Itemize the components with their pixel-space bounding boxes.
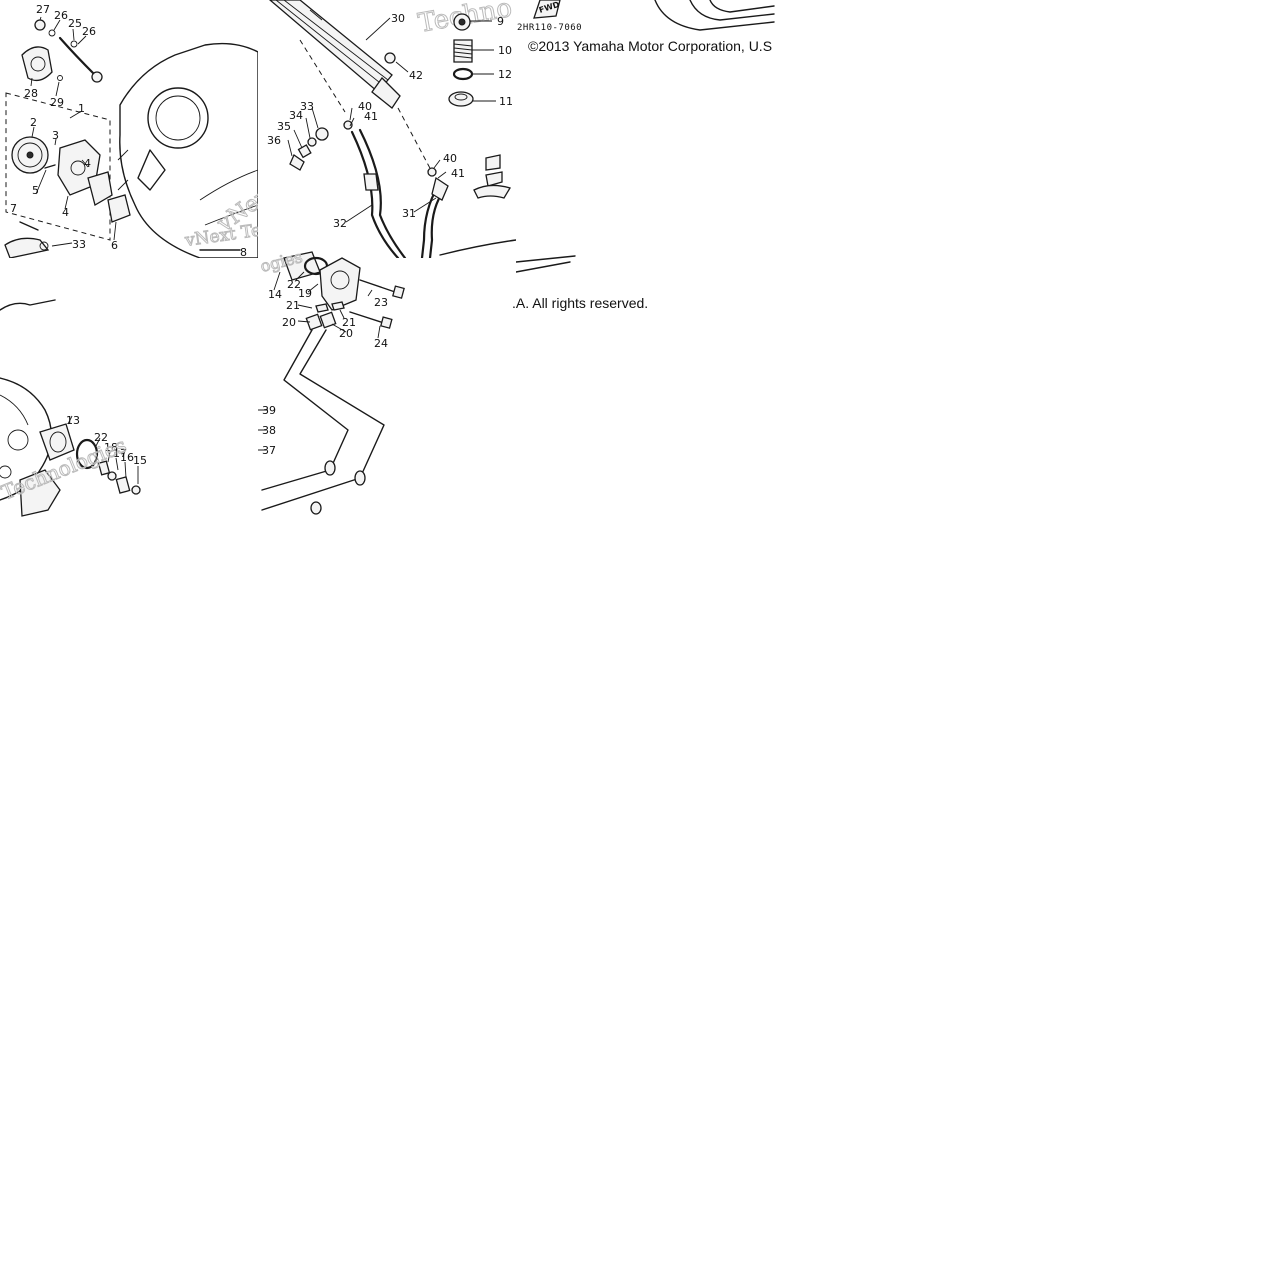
- callout-label: 5: [32, 184, 39, 197]
- callout-label: 21: [286, 299, 300, 312]
- callout-label: 14: [268, 288, 282, 301]
- callout-label: 34: [289, 109, 303, 122]
- callout-label: 31: [402, 207, 416, 220]
- callout-label: 22: [287, 278, 301, 291]
- callout-label: 16: [120, 451, 134, 464]
- tile-top-mid: 30 42 33 34 35 36 40 41 40 41 32 31 Tech…: [258, 0, 517, 260]
- callout-label: 2: [30, 116, 37, 129]
- callout-label: 40: [358, 100, 372, 113]
- tile-top-left: 27 26 25 26 28 29 1 2 3 4 5 4 7 6 33 8 v…: [0, 0, 282, 259]
- callout-label: 26: [54, 9, 68, 22]
- callout-label: 28: [24, 87, 38, 100]
- callout-label: 36: [267, 134, 281, 147]
- callout-label: 39: [262, 404, 276, 417]
- callout-label: 24: [374, 337, 388, 350]
- callout-label: 40: [443, 152, 457, 165]
- callout-label: 11: [499, 95, 513, 108]
- callout-label: 15: [133, 454, 147, 467]
- callout-label: 18: [104, 441, 118, 454]
- callout-label: 20: [282, 316, 296, 329]
- callout-label: 41: [451, 167, 465, 180]
- callout-label: 13: [66, 414, 80, 427]
- callout-label: 17: [113, 447, 127, 460]
- callout-label: 22: [94, 431, 108, 444]
- copyright-text: .A. All rights reserved.: [512, 295, 648, 311]
- callout-label: 30: [391, 12, 405, 25]
- callout-label: 27: [36, 3, 50, 16]
- callout-label: 10: [498, 44, 512, 57]
- spring-assembly: 9 10 12 11: [448, 13, 513, 199]
- callout-label: 32: [333, 217, 347, 230]
- callout-label: 4: [62, 206, 69, 219]
- callout-label: 4: [84, 157, 91, 170]
- callout-label: 35: [277, 120, 291, 133]
- callout-label: 3: [52, 129, 59, 142]
- callout-label: 25: [68, 17, 82, 30]
- callout-label: 38: [262, 424, 276, 437]
- tile-bottom-left: 13 22 18 17 16 15 Technologies: [0, 258, 258, 517]
- tile-top-right: FWD 2HR110-7060 ©2013 Yamaha Motor Corpo…: [515, 0, 775, 273]
- copyright-text: ©2013 Yamaha Motor Corporation, U.S: [528, 38, 772, 54]
- callout-label: 7: [10, 202, 17, 215]
- callout-label: 20: [339, 327, 353, 340]
- callout-label: 41: [364, 110, 378, 123]
- callout-label: 23: [374, 296, 388, 309]
- callout-label: 21: [342, 316, 356, 329]
- callout-label: 6: [111, 239, 118, 252]
- callout-label: 42: [409, 69, 423, 82]
- callout-label: 8: [240, 246, 247, 259]
- tile-bottom-mid: 14 22 19 23 21 21 20 20 24 39 38 37 ogie…: [258, 247, 516, 516]
- callout-label: 33: [72, 238, 86, 251]
- callout-label: 26: [82, 25, 96, 38]
- callout-label: 33: [300, 100, 314, 113]
- callout-label: 19: [298, 287, 312, 300]
- callout-label: 37: [262, 444, 276, 457]
- doc-code: 2HR110-7060: [517, 23, 582, 33]
- tile-bottom-right: .A. All rights reserved.: [512, 295, 648, 311]
- callout-label: 29: [50, 96, 64, 109]
- callout-label: 9: [497, 15, 504, 28]
- callout-label: 12: [498, 68, 512, 81]
- callout-label: 1: [78, 102, 85, 115]
